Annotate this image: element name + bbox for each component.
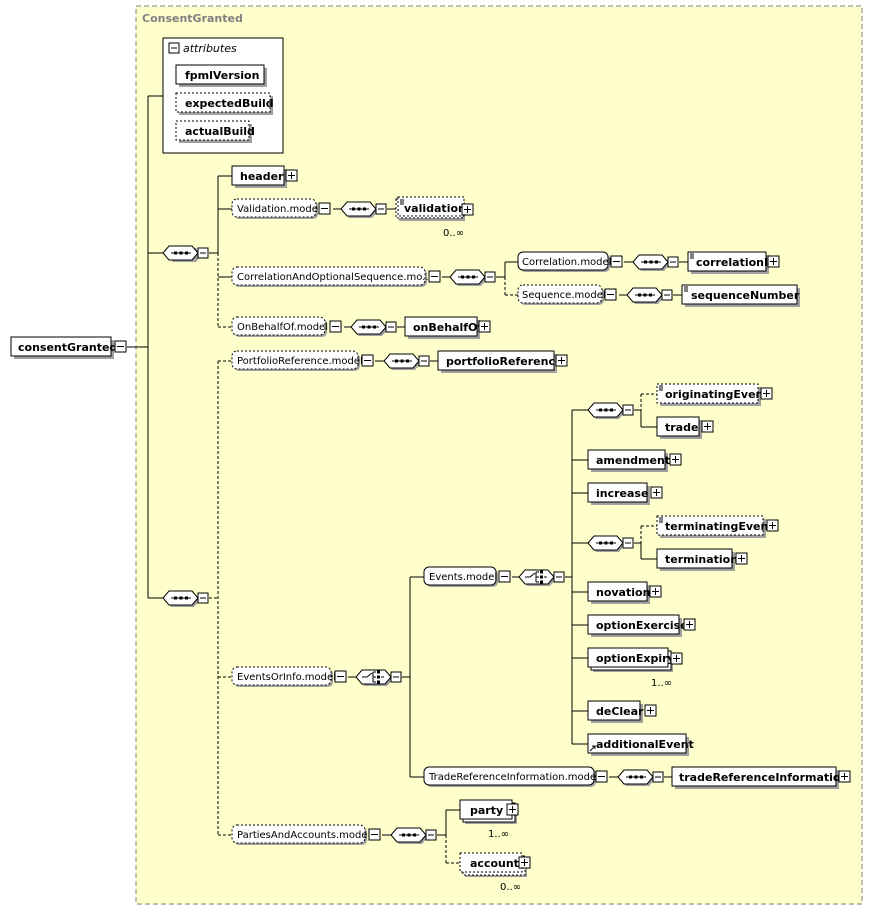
- svg-text:correlationId: correlationId: [696, 256, 776, 269]
- element-correlation-id[interactable]: correlationId: [687, 251, 780, 274]
- sequence-compositor-terminating[interactable]: [587, 535, 634, 552]
- svg-text:trade: trade: [665, 421, 698, 434]
- svg-text:PortfolioReference.model: PortfolioReference.model: [237, 356, 363, 367]
- group-trade-reference-information-model[interactable]: TradeReferenceInformation.model: [423, 766, 608, 787]
- choice-compositor-events[interactable]: [518, 569, 565, 586]
- sequence-compositor-validation[interactable]: [340, 201, 387, 218]
- svg-text:optionExercise: optionExercise: [596, 619, 688, 632]
- svg-text:fpmlVersion: fpmlVersion: [185, 69, 259, 82]
- sequence-compositor-correlation[interactable]: [449, 269, 496, 286]
- element-on-behalf-of[interactable]: onBehalfOf: [404, 316, 491, 339]
- svg-text:increase: increase: [596, 487, 648, 500]
- element-party[interactable]: party 1..∞: [459, 799, 519, 840]
- svg-text:CorrelationAndOptionalSequence: CorrelationAndOptionalSequence.mo...: [237, 272, 432, 283]
- attribute-actualbuild[interactable]: actualBuild: [175, 120, 255, 143]
- group-on-behalf-of-model[interactable]: OnBehalfOf.model: [231, 316, 342, 337]
- option-expiry-occurrence: 1..∞: [651, 678, 672, 689]
- element-originating-event[interactable]: originatingEvent: [656, 383, 773, 406]
- element-terminating-event[interactable]: terminatingEvent: [656, 515, 779, 538]
- group-events-or-info-model[interactable]: EventsOrInfo.model: [231, 666, 347, 687]
- svg-text:OnBehalfOf.model: OnBehalfOf.model: [237, 322, 328, 333]
- svg-text:consentGranted: consentGranted: [18, 341, 117, 354]
- svg-text:optionExpiry: optionExpiry: [596, 652, 675, 665]
- svg-text:PartiesAndAccounts.model: PartiesAndAccounts.model: [237, 830, 370, 841]
- sequence-compositor-originating[interactable]: [587, 402, 634, 419]
- group-sequence-model[interactable]: Sequence.model: [517, 284, 617, 305]
- element-option-exercise[interactable]: optionExercise: [587, 614, 696, 637]
- party-occurrence: 1..∞: [488, 829, 509, 840]
- group-parties-and-accounts-model[interactable]: PartiesAndAccounts.model: [231, 824, 381, 845]
- svg-text:EventsOrInfo.model: EventsOrInfo.model: [237, 672, 336, 683]
- element-account[interactable]: account 0..∞: [459, 852, 531, 893]
- svg-text:additionalEvent: additionalEvent: [596, 738, 694, 751]
- group-correlation-and-optional-sequence-model[interactable]: CorrelationAndOptionalSequence.mo...: [231, 266, 441, 287]
- sequence-compositor-2[interactable]: [162, 590, 209, 607]
- group-validation-model[interactable]: Validation.model: [231, 198, 331, 219]
- svg-text:validation: validation: [404, 202, 466, 215]
- element-trade-reference-information[interactable]: tradeReferenceInformation: [671, 766, 851, 789]
- element-termination[interactable]: termination: [656, 548, 748, 571]
- element-trade[interactable]: trade: [656, 416, 714, 439]
- attributes-header: attributes: [183, 42, 237, 55]
- svg-text:originatingEvent: originatingEvent: [665, 388, 769, 401]
- svg-text:expectedBuild: expectedBuild: [185, 97, 274, 110]
- svg-text:header: header: [240, 170, 284, 183]
- sequence-compositor-sequence-number[interactable]: [626, 287, 673, 304]
- sequence-compositor-portfolio-reference[interactable]: [383, 353, 430, 370]
- svg-text:onBehalfOf: onBehalfOf: [413, 321, 482, 334]
- svg-text:novation: novation: [596, 586, 650, 599]
- sequence-compositor-trade-reference[interactable]: [617, 769, 664, 786]
- svg-text:sequenceNumber: sequenceNumber: [691, 289, 800, 302]
- element-increase[interactable]: increase: [587, 482, 663, 505]
- element-portfolio-reference[interactable]: portfolioReference: [437, 350, 568, 373]
- svg-text:deClear: deClear: [596, 705, 644, 718]
- group-events-model[interactable]: Events.model: [423, 566, 511, 587]
- element-sequence-number[interactable]: sequenceNumber: [681, 284, 800, 307]
- attribute-expectedbuild[interactable]: expectedBuild: [175, 92, 274, 115]
- svg-text:account: account: [470, 857, 519, 870]
- svg-text:Events.model: Events.model: [429, 572, 497, 583]
- group-title: ConsentGranted: [142, 12, 243, 25]
- sequence-compositor-on-behalf-of[interactable]: [350, 319, 397, 336]
- choice-compositor-events-or-info[interactable]: [355, 669, 402, 686]
- svg-text:TradeReferenceInformation.mode: TradeReferenceInformation.model: [428, 772, 599, 783]
- svg-text:Validation.model: Validation.model: [237, 204, 321, 215]
- element-option-expiry[interactable]: optionExpiry 1..∞: [587, 647, 683, 689]
- validation-occurrence: 0..∞: [443, 228, 464, 239]
- attributes-group: attributes fpmlVersion expectedBuild act…: [162, 37, 284, 154]
- element-validation[interactable]: validation 0..∞: [395, 196, 474, 239]
- svg-text:terminatingEvent: terminatingEvent: [665, 520, 774, 533]
- group-background: [135, 5, 863, 905]
- svg-text:amendment: amendment: [596, 454, 670, 467]
- sequence-compositor-correlation-id[interactable]: [632, 254, 679, 271]
- svg-text:termination: termination: [665, 553, 738, 566]
- element-additional-event[interactable]: additionalEvent: [587, 733, 694, 756]
- sequence-compositor-parties[interactable]: [390, 827, 437, 844]
- element-header[interactable]: header: [231, 165, 298, 188]
- element-amendment[interactable]: amendment: [587, 449, 682, 472]
- svg-text:Correlation.model: Correlation.model: [522, 257, 611, 268]
- connector-lines: [127, 95, 688, 864]
- sequence-compositor-1[interactable]: [162, 245, 209, 262]
- attributes-collapse-toggle[interactable]: [168, 42, 180, 54]
- account-occurrence: 0..∞: [500, 882, 521, 893]
- attribute-fpmlversion[interactable]: fpmlVersion: [175, 64, 267, 87]
- svg-text:party: party: [470, 804, 503, 817]
- svg-text:Sequence.model: Sequence.model: [522, 290, 606, 301]
- element-declear[interactable]: deClear: [587, 700, 657, 723]
- element-novation[interactable]: novation: [587, 581, 662, 604]
- root-element-consentgranted[interactable]: consentGranted: [10, 336, 127, 359]
- group-correlation-model[interactable]: Correlation.model: [517, 251, 623, 272]
- svg-text:portfolioReference: portfolioReference: [446, 355, 562, 368]
- svg-text:actualBuild: actualBuild: [185, 125, 255, 138]
- svg-text:tradeReferenceInformation: tradeReferenceInformation: [679, 771, 848, 784]
- group-portfolio-reference-model[interactable]: PortfolioReference.model: [231, 350, 374, 371]
